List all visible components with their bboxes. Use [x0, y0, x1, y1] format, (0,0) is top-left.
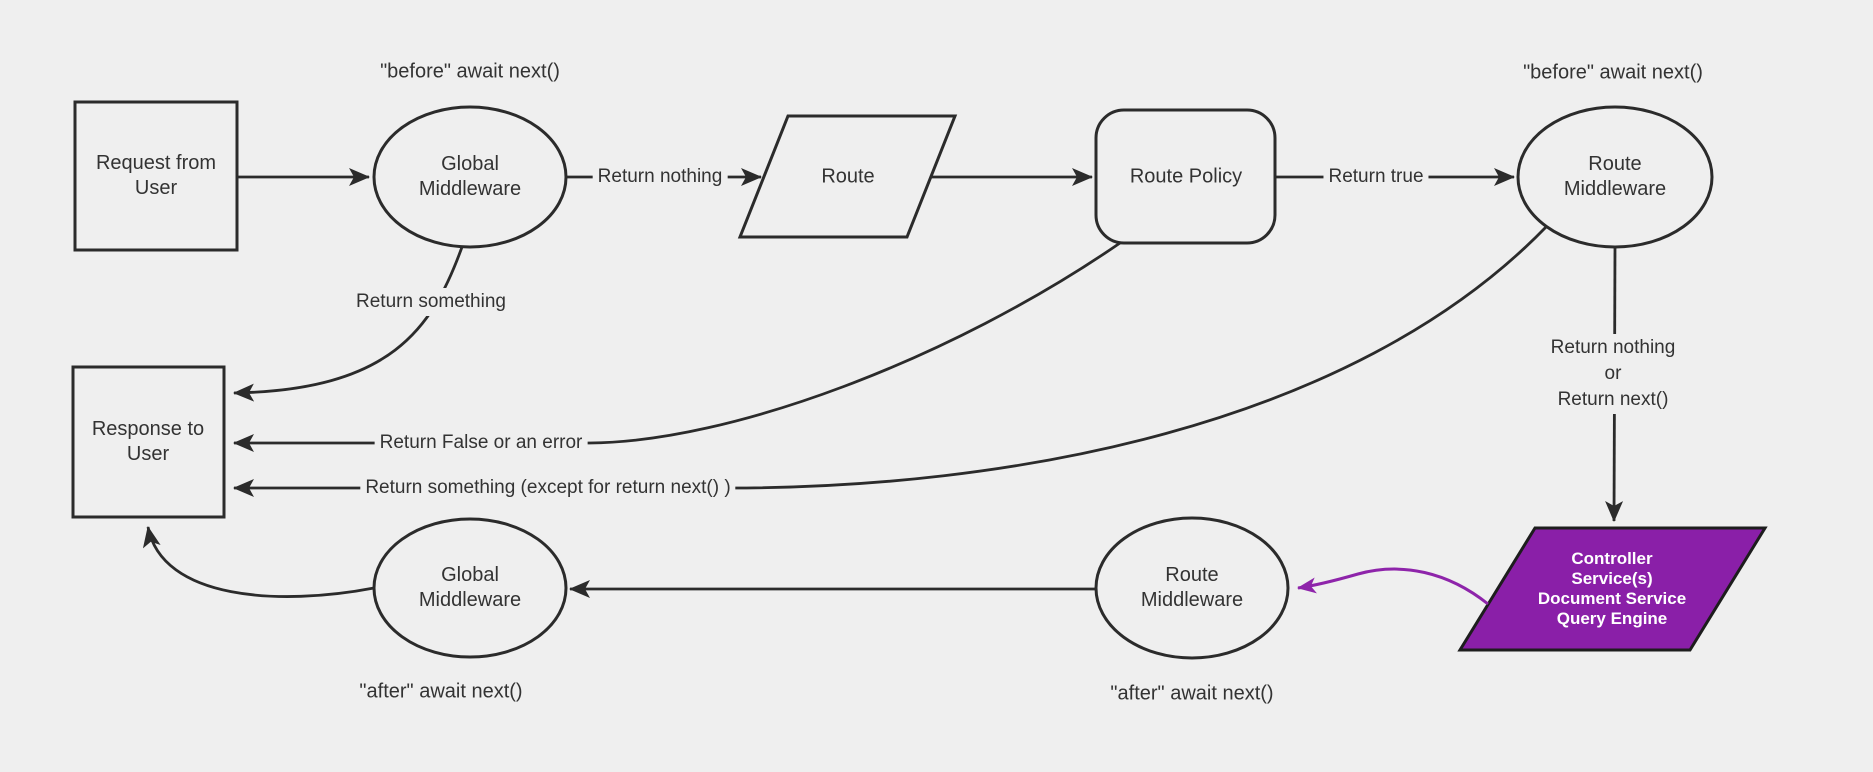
edge-label-return-nothing: Return nothing	[592, 163, 728, 191]
node-label-route: Route	[821, 165, 875, 188]
node-controller-services	[1457, 526, 1768, 652]
node-label-global-middleware-bottom: Global Middleware	[418, 564, 522, 611]
node-label-request-from-user: Request from User	[95, 152, 217, 199]
edge-global-middleware-bottom-to-response	[142, 526, 375, 598]
node-label-route-middleware-top: Route Middleware	[1563, 153, 1667, 200]
node-route	[737, 114, 958, 239]
node-label-response-to-user: Response to User	[91, 418, 205, 465]
caption-before-await-next-left: "before" await next()	[380, 60, 560, 83]
node-response-to-user	[71, 365, 226, 519]
node-label-route-middleware-bottom: Route Middleware	[1140, 564, 1244, 611]
edge-label-return-nothing-or-next: Return nothing or Return next()	[1545, 334, 1681, 414]
edge-controller-to-route-middleware-bottom	[1297, 567, 1489, 606]
node-request-from-user	[73, 100, 239, 252]
edge-label-return-true: Return true	[1323, 163, 1429, 191]
caption-after-await-next-mid: "after" await next()	[1110, 682, 1274, 705]
node-label-controller-services: Controller Service(s) Document Service Q…	[1537, 549, 1687, 628]
caption-before-await-next-right: "before" await next()	[1523, 61, 1703, 84]
node-label-route-policy: Route Policy	[1129, 165, 1243, 188]
edge-label-return-false-or-error: Return False or an error	[374, 429, 588, 457]
edge-route-middleware-to-response	[233, 225, 1549, 497]
edge-global-middleware-to-response	[233, 246, 464, 402]
edge-label-return-something-except: Return something (except for return next…	[360, 474, 736, 502]
caption-after-await-next-left: "after" await next()	[359, 680, 523, 703]
node-label-global-middleware-top: Global Middleware	[418, 153, 522, 200]
edge-label-return-something: Return something	[351, 288, 511, 316]
edge-route-policy-to-response	[233, 241, 1121, 452]
